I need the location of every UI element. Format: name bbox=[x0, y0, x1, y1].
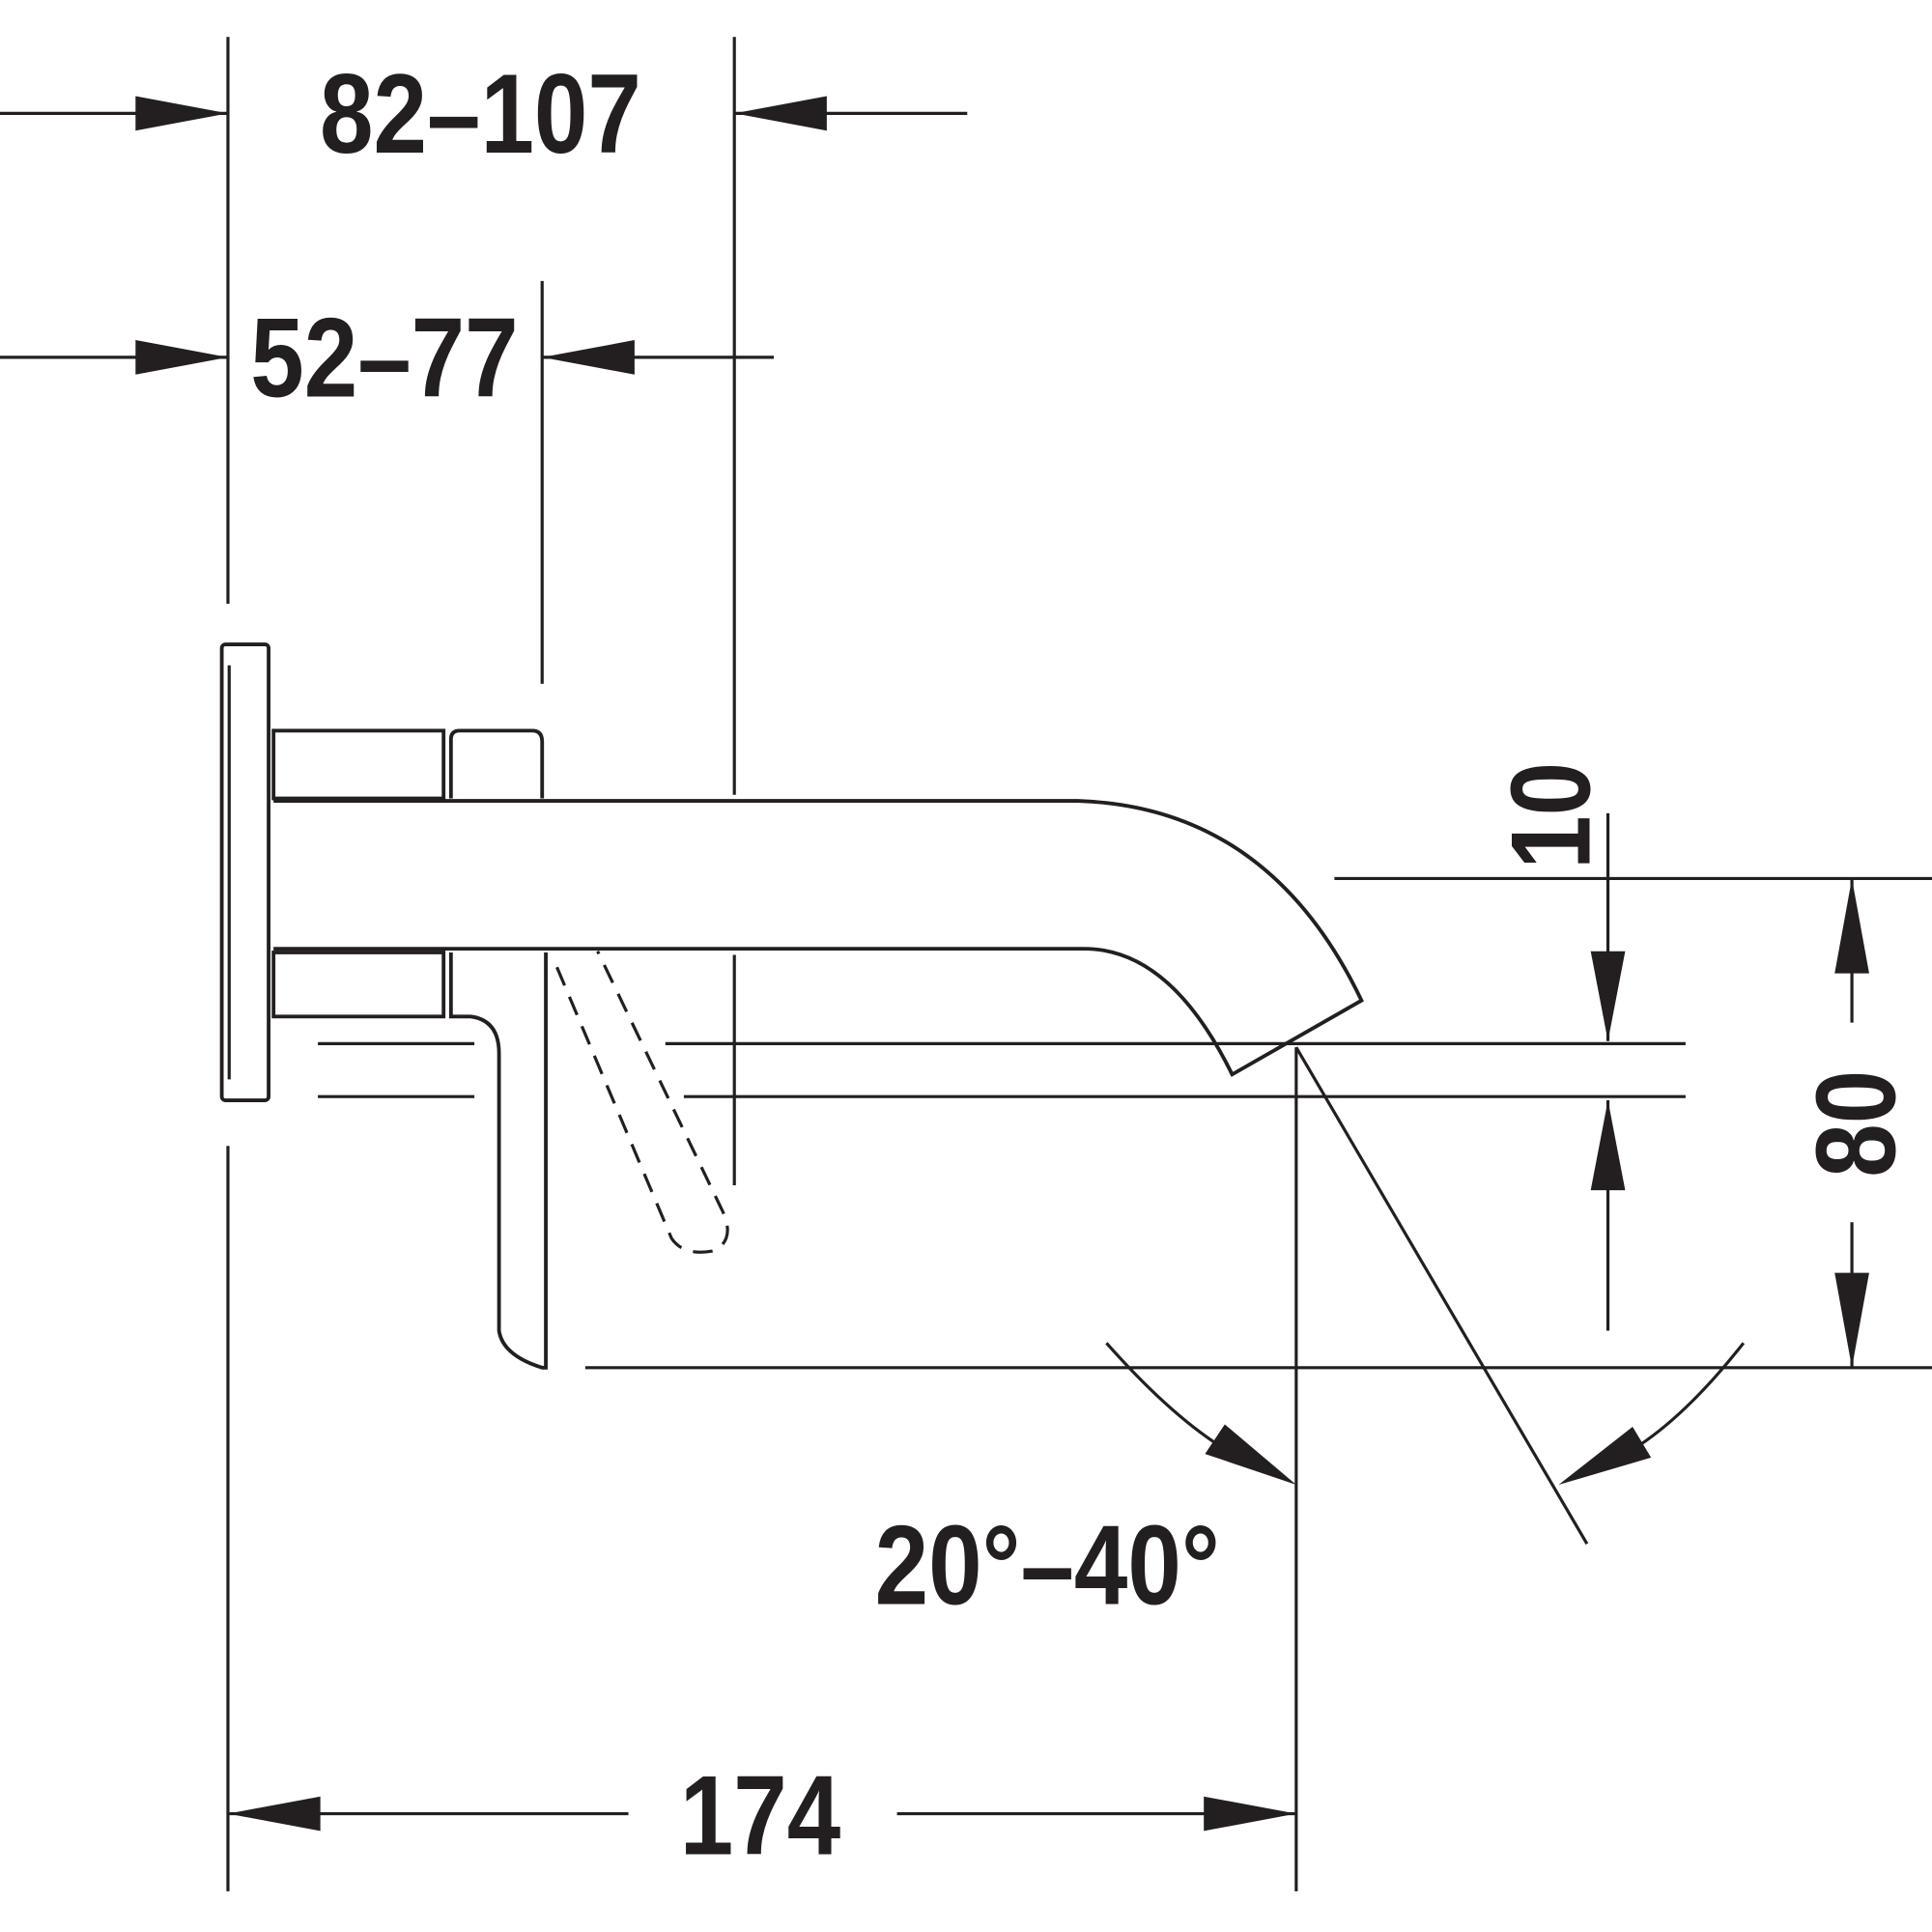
upper-sleeve bbox=[448, 728, 545, 799]
dimension-spout-height: 80 bbox=[1793, 878, 1920, 1368]
faucet-body bbox=[219, 642, 1364, 1370]
dimension-label-82-107: 82–107 bbox=[320, 51, 641, 178]
upper-mount bbox=[271, 728, 446, 801]
spout bbox=[273, 799, 1364, 1077]
dimension-label-angle: 20°–40° bbox=[875, 1502, 1220, 1629]
dimension-label-174: 174 bbox=[680, 1752, 840, 1879]
lever-alt-position bbox=[555, 951, 729, 1254]
dimension-label-10: 10 bbox=[1488, 762, 1614, 869]
extension-lines bbox=[226, 37, 1932, 1891]
dimension-wall-depth-inner: 52–77 bbox=[0, 295, 775, 422]
lever-handle bbox=[448, 952, 548, 1370]
dimension-projection: 174 bbox=[227, 1752, 1296, 1880]
dimension-label-80: 80 bbox=[1793, 1070, 1919, 1178]
dimension-wall-depth-outer: 82–107 bbox=[0, 51, 968, 178]
dimension-spray-angle: 20°–40° bbox=[875, 1342, 1746, 1630]
dimension-label-52-77: 52–77 bbox=[250, 295, 518, 421]
dimension-spout-offset: 10 bbox=[1488, 762, 1626, 1331]
wall-plate bbox=[219, 642, 270, 1102]
lower-mount bbox=[271, 951, 446, 1019]
